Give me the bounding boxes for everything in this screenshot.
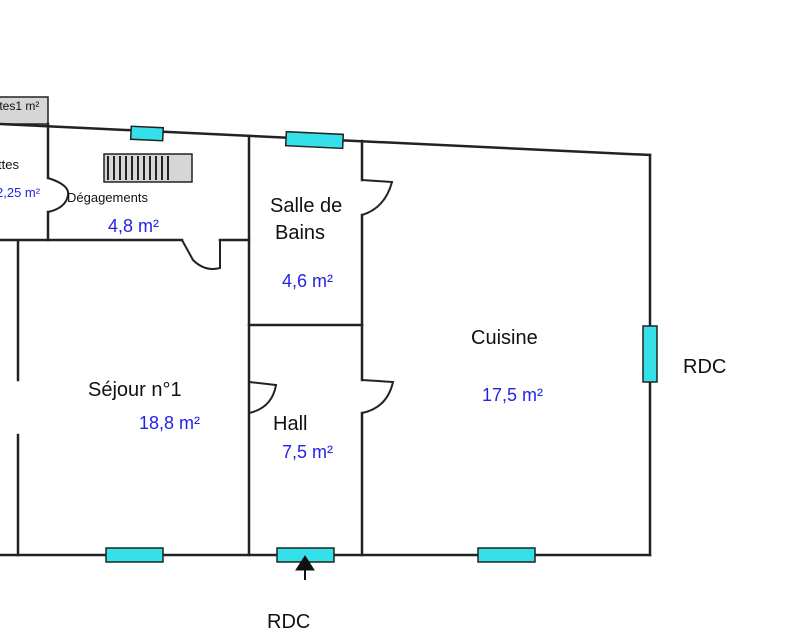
window-icon (105, 125, 658, 563)
room-area-degagements: 4,8 m² (108, 216, 160, 236)
room-area-salle-de-bains: 4,6 m² (282, 271, 334, 291)
cut-box-label: ttes1 m² (0, 99, 40, 113)
room-label-salle-de-bains-line1: Salle de (270, 195, 343, 217)
entrance-arrow-icon (295, 555, 315, 580)
room-area-sejour: 18,8 m² (139, 413, 201, 433)
walls (0, 122, 652, 557)
level-label-right: RDC (683, 356, 727, 378)
room-label-degagements: Dégagements (67, 190, 148, 205)
room-area-cuisine: 17,5 m² (482, 385, 544, 405)
room-area-ttes: 2,25 m² (0, 185, 41, 200)
room-label-sejour: Séjour n°1 (88, 379, 182, 401)
cut-label-box (0, 96, 49, 125)
room-label-cuisine: Cuisine (471, 327, 538, 349)
room-label-salle-de-bains-line2: Bains (275, 222, 326, 244)
room-area-hall: 7,5 m² (282, 442, 334, 462)
room-label-hall: Hall (273, 413, 308, 435)
door-swing-icon (47, 177, 395, 414)
staircase-icon (103, 153, 193, 183)
room-label-ttes: ttes (0, 157, 19, 172)
level-label-bottom: RDC (267, 611, 311, 633)
